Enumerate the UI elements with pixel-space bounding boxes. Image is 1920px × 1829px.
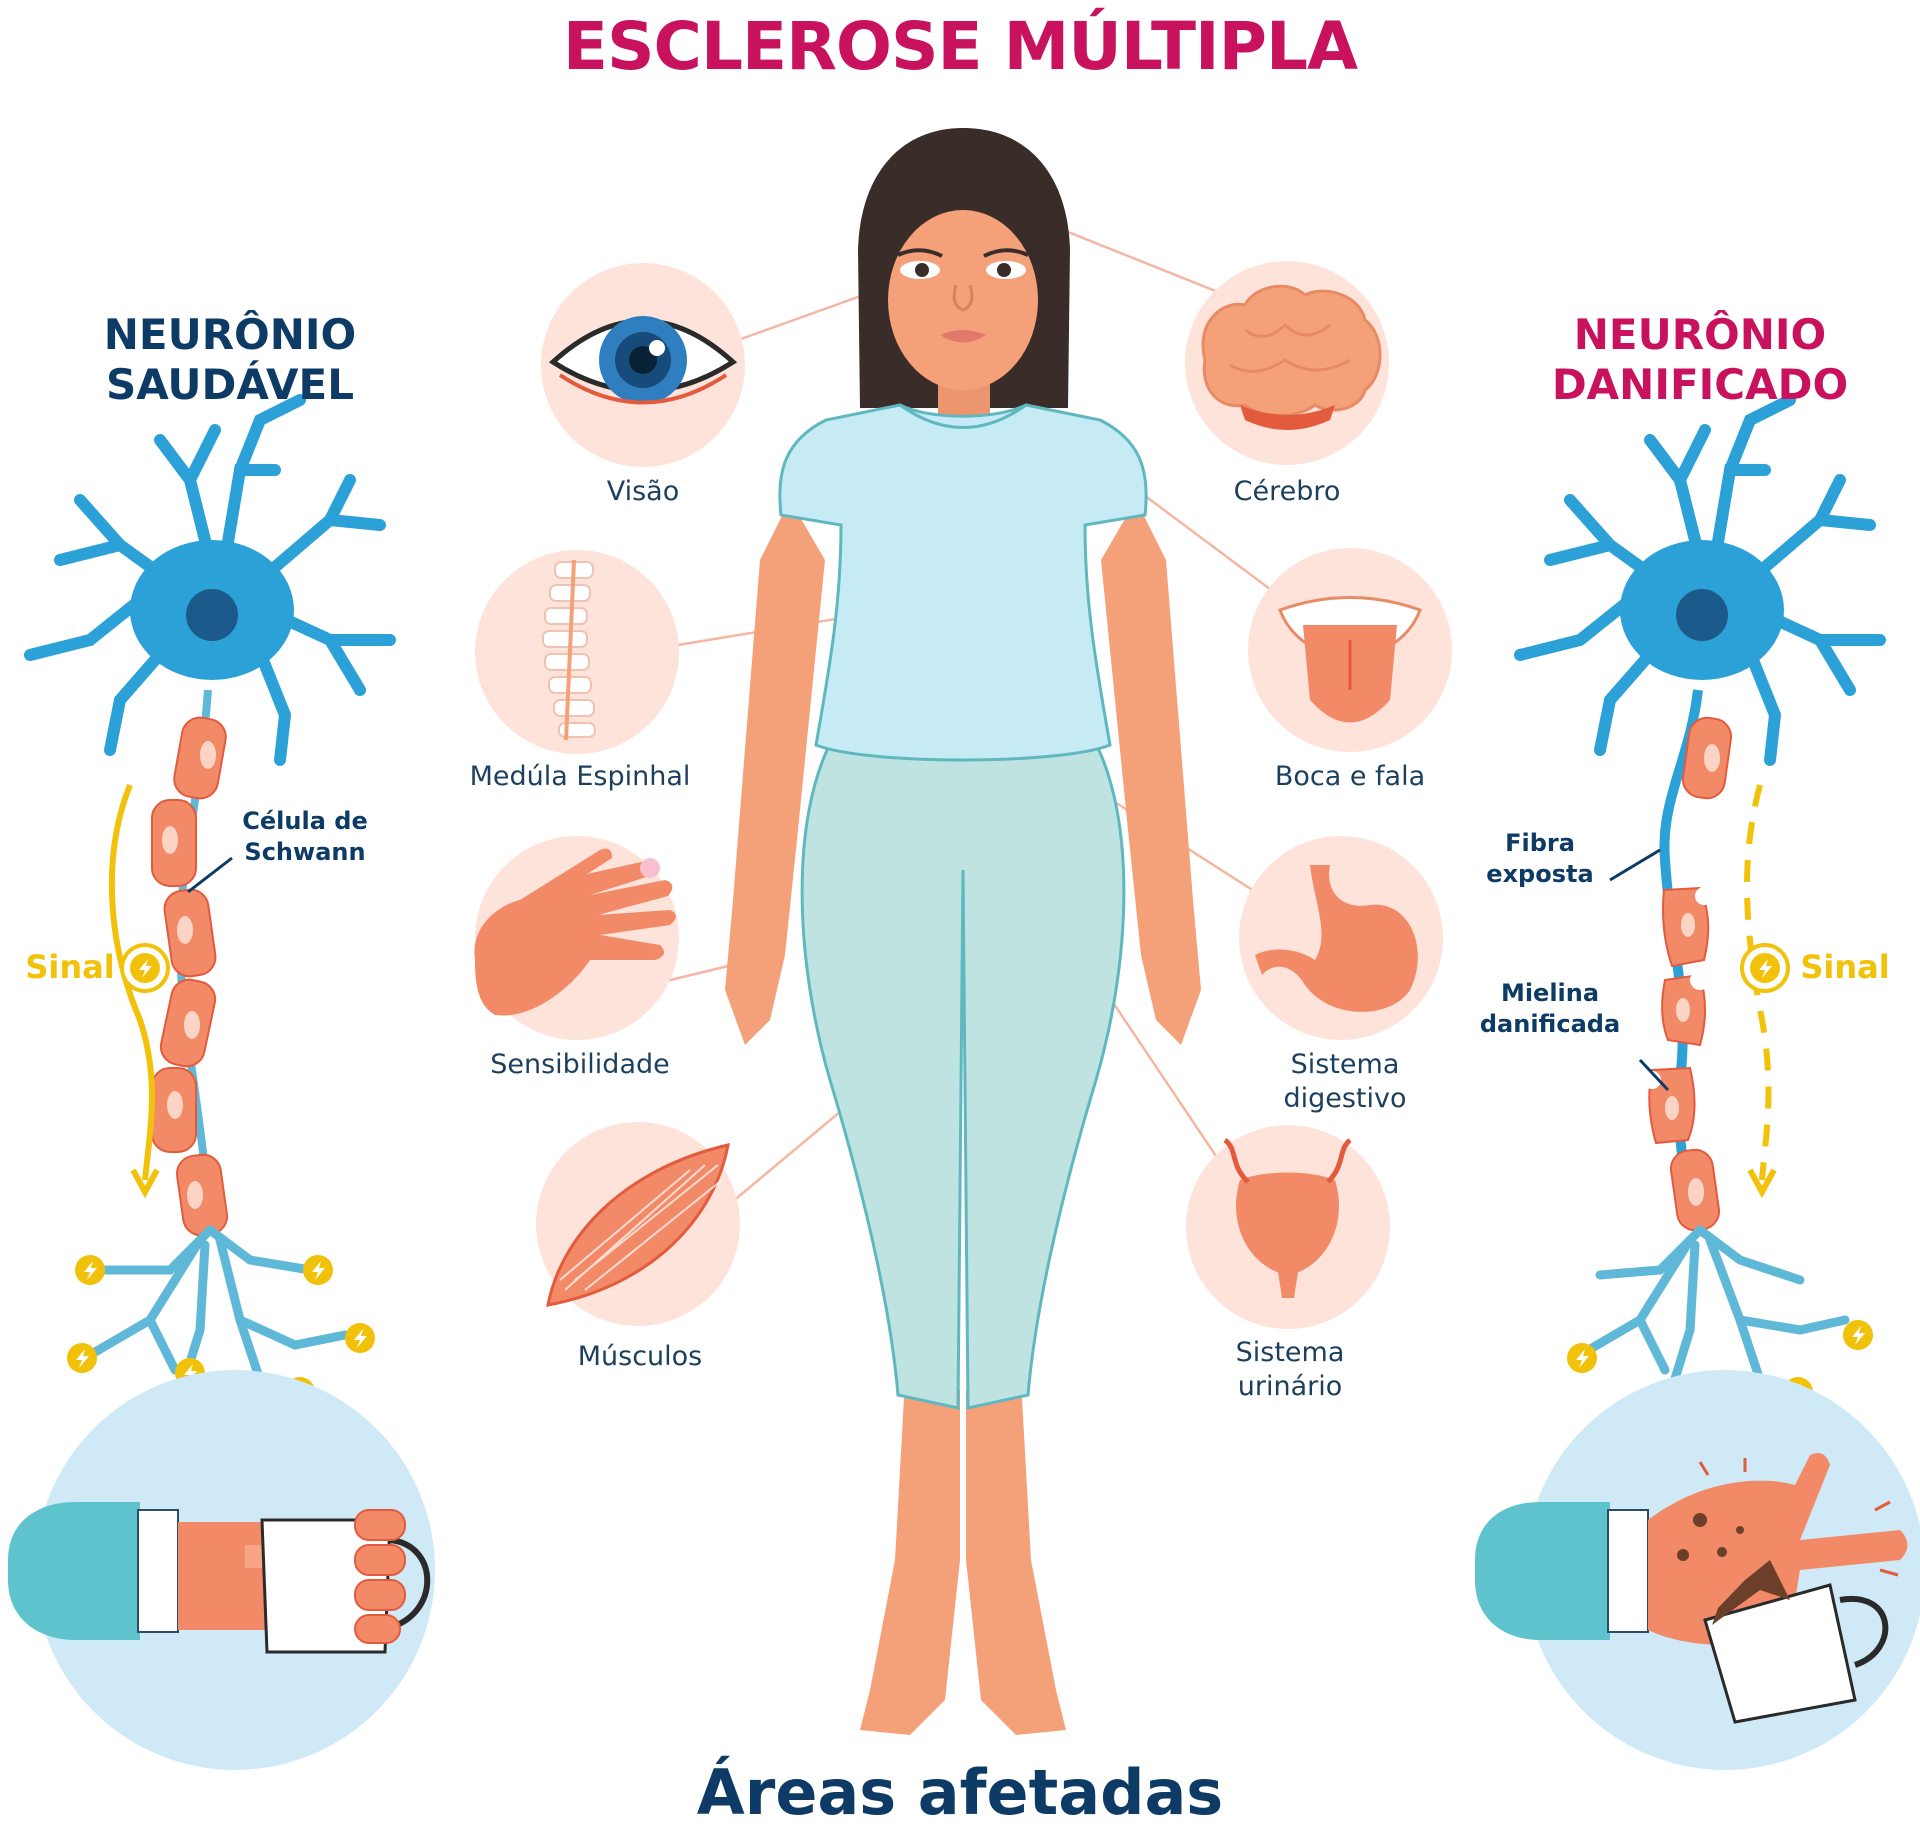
page-title: ESCLEROSE MÚLTIPLA: [562, 8, 1358, 85]
healthy-title-line1: NEURÔNIO: [103, 310, 357, 359]
axon-terminals: [1575, 1225, 1850, 1400]
mouth-speech-label: Boca e fala: [1274, 761, 1426, 792]
mouth-icon: [1248, 548, 1452, 752]
damaged-title-line2: DANIFICADO: [1551, 360, 1849, 409]
brain-icon: [1185, 261, 1389, 465]
stomach-icon: [1239, 836, 1443, 1040]
left-arm: [725, 500, 825, 1045]
exposed-fiber-label: Fibra exposta: [1486, 829, 1594, 888]
spinal-cord-label: Medúla Espinhal: [469, 761, 691, 792]
spine-icon: [475, 550, 679, 754]
myelin-sheaths: [1648, 716, 1733, 1232]
urinary-system-label: Sistema urinário: [1235, 1337, 1345, 1402]
sensibility-label: Sensibilidade: [490, 1049, 670, 1080]
muscle-icon: [536, 1122, 740, 1326]
digestive-system-label: Sistema digestivo: [1283, 1049, 1407, 1114]
hand-icon: [474, 836, 679, 1040]
eye-icon: [541, 263, 745, 467]
damaged-signal-label: Sinal: [1800, 948, 1890, 986]
damaged-myelin-label: Mielina danificada: [1479, 979, 1621, 1038]
healthy-neuron-title: NEURÔNIO SAUDÁVEL: [70, 310, 390, 410]
muscles-label: Músculos: [577, 1341, 703, 1372]
shirt: [778, 403, 1148, 762]
pants: [800, 738, 1126, 1410]
healthy-title-line2: SAUDÁVEL: [105, 360, 355, 409]
bladder-icon: [1186, 1125, 1390, 1329]
healthy-neuron: [8, 394, 435, 1770]
left-leg: [860, 1380, 960, 1735]
vision-label: Visão: [606, 476, 680, 507]
brain-label: Cérebro: [1233, 476, 1341, 507]
right-leg: [966, 1380, 1066, 1735]
woman-figure: [725, 128, 1201, 1735]
right-arm: [1101, 500, 1201, 1045]
healthy-signal-label: Sinal: [25, 948, 115, 986]
schwann-cell-label: Célula de Schwann: [242, 807, 368, 866]
damaged-title-line1: NEURÔNIO: [1573, 310, 1827, 359]
page-subtitle: Áreas afetadas: [696, 1756, 1224, 1829]
coffee-mug-icon: [1703, 1560, 1889, 1724]
damaged-neuron-title: NEURÔNIO DANIFICADO: [1530, 310, 1870, 410]
damaged-neuron: [1475, 394, 1920, 1770]
face: [888, 210, 1038, 390]
